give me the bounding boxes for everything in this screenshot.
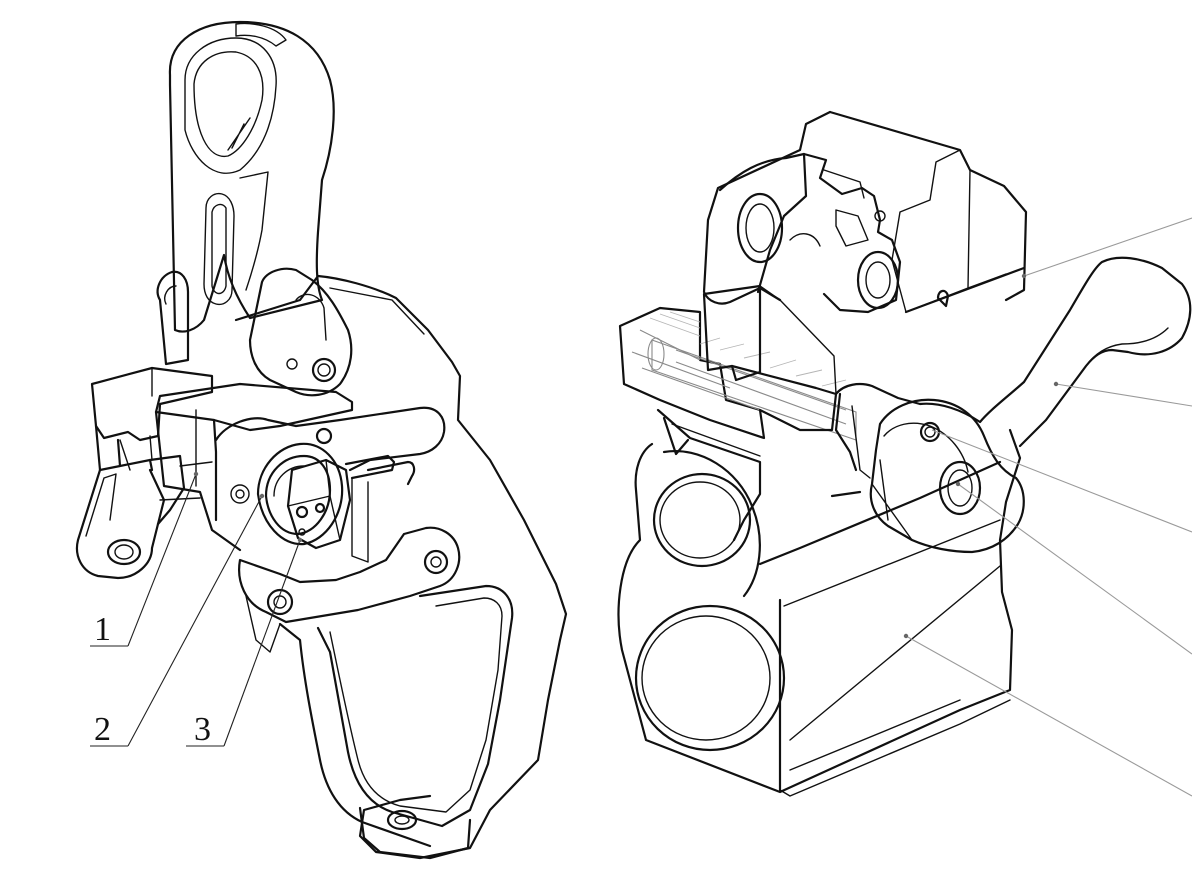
right-leaders <box>903 217 1192 797</box>
callout-1-leader <box>127 473 197 647</box>
leader-e <box>905 635 1192 797</box>
callout-3-label: 3 <box>194 711 211 748</box>
leader-b <box>1055 383 1192 407</box>
left-assembly-view: 1 2 3 <box>75 20 568 860</box>
barrel-housing <box>617 428 1022 797</box>
callout-2-label: 2 <box>94 711 111 748</box>
rail-clamp <box>75 366 214 580</box>
sectioned-body <box>618 284 857 542</box>
callout-2-leader <box>127 495 263 747</box>
callout-3-leader <box>223 539 301 747</box>
main-body <box>234 267 568 860</box>
right-assembly-view <box>617 110 1192 797</box>
link-plate <box>238 526 461 653</box>
left-callouts: 1 2 3 <box>90 471 303 748</box>
leader-c <box>931 429 1192 533</box>
housing <box>154 382 446 563</box>
leader-a <box>1023 217 1192 277</box>
guard-loop <box>278 584 514 860</box>
callout-1-label: 1 <box>94 611 111 648</box>
sight-post <box>156 20 335 366</box>
lever <box>834 256 1192 554</box>
leader-d <box>957 483 1192 655</box>
top-block <box>702 110 1028 314</box>
